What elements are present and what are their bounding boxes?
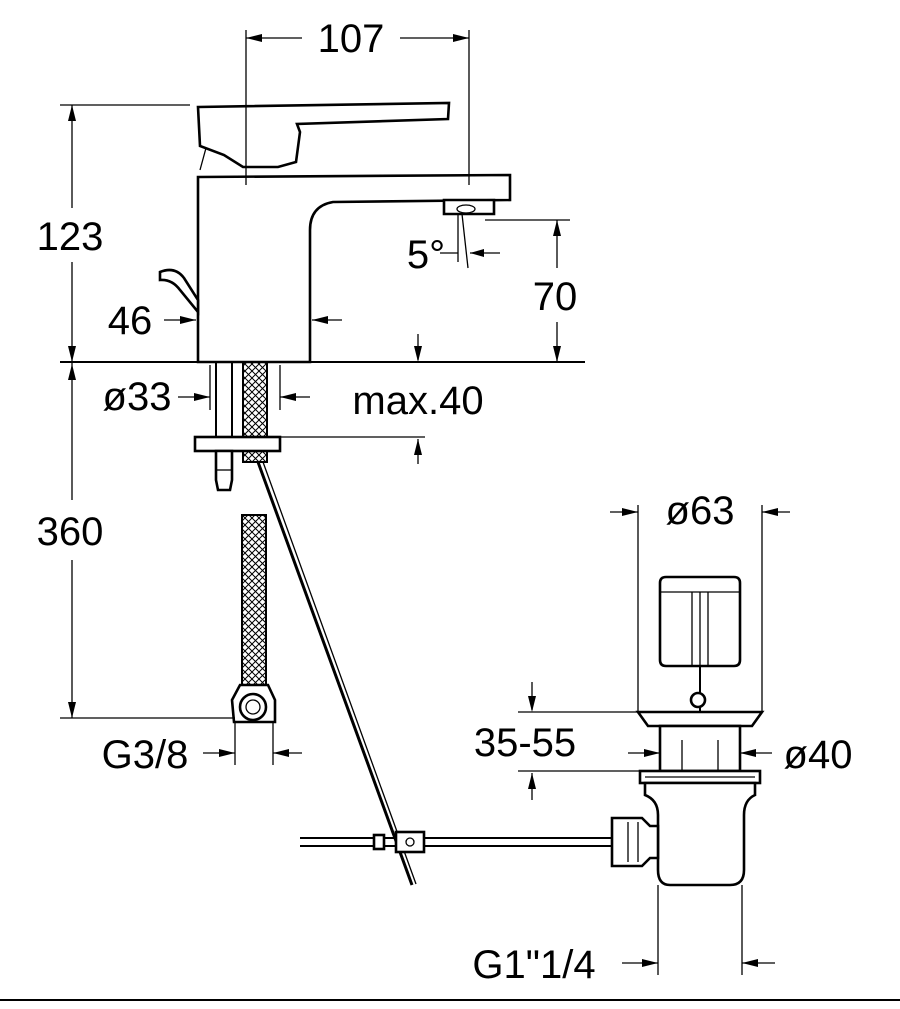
dim-spout-height: 70 <box>533 275 578 319</box>
under-deck-assembly <box>193 361 417 886</box>
faucet-body <box>196 173 512 364</box>
braided-hose-lower <box>241 514 267 686</box>
dim-spout-reach: 107 <box>318 17 385 61</box>
waste-body <box>658 724 742 773</box>
dim-hose-length: 360 <box>37 510 104 554</box>
dim-lever-offset: 46 <box>108 299 153 343</box>
dim-hose-thread: G3/8 <box>102 733 189 777</box>
dimension-labels: 107 123 5° 70 46 ø33 max.40 360 G3/8 ø63… <box>37 17 853 987</box>
popup-rod <box>256 461 414 886</box>
popup-knob <box>158 268 200 316</box>
waste-side-nut <box>610 816 660 868</box>
dim-height-total: 123 <box>37 215 104 259</box>
dimension-lines <box>60 30 790 975</box>
dim-waste-cap: ø63 <box>666 489 735 533</box>
waste-flange <box>635 710 765 728</box>
dim-waste-thread: G1"1/4 <box>472 943 595 987</box>
faucet <box>60 101 585 364</box>
waste-tailpiece <box>643 781 757 887</box>
mounting-washer <box>193 435 282 453</box>
dim-max-deck: max.40 <box>352 379 483 423</box>
dim-waste-body: ø40 <box>784 733 853 777</box>
dim-spout-angle: 5° <box>407 233 445 277</box>
dim-waste-range: 35-55 <box>474 721 576 765</box>
aerator <box>442 198 496 216</box>
dim-base-diameter: ø33 <box>103 375 172 419</box>
faucet-lever <box>196 101 451 169</box>
rod-clamp <box>394 830 426 854</box>
waste-assembly <box>300 575 765 887</box>
